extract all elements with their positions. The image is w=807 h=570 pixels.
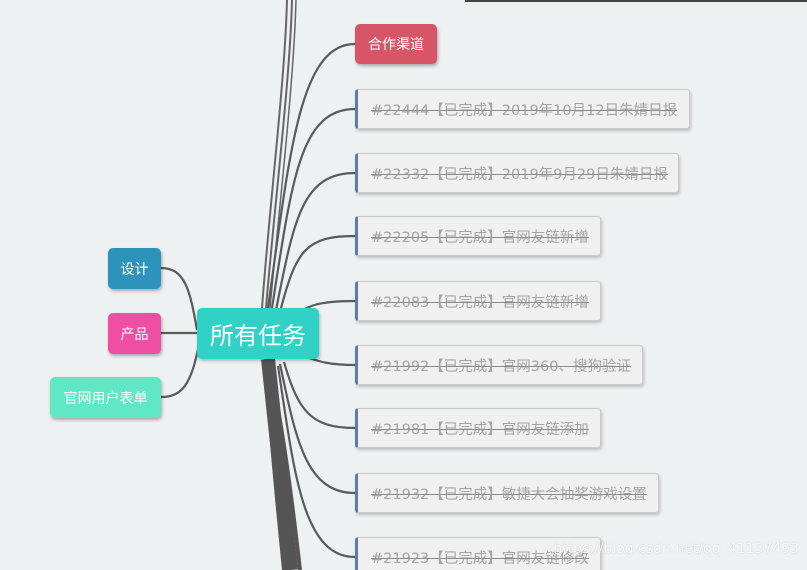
task-node[interactable]: #22205【已完成】官网友链新增 bbox=[355, 216, 601, 256]
task-node-label: #21992【已完成】官网360、搜狗验证 bbox=[371, 358, 631, 375]
branch-task-6 bbox=[278, 363, 356, 495]
branch-channel bbox=[266, 42, 356, 309]
task-node[interactable]: #22444【已完成】2019年10月12日朱婧日报 bbox=[355, 89, 690, 129]
branch-node-product[interactable]: 产品 bbox=[108, 313, 161, 354]
branch-task-0 bbox=[270, 107, 356, 309]
top-divider-line bbox=[465, 0, 807, 2]
trunk-up-1 bbox=[261, 0, 288, 309]
task-node-label: #21923【已完成】官网友链修改 bbox=[371, 550, 589, 567]
task-node[interactable]: #21932【已完成】敏捷大会抽奖游戏设置 bbox=[355, 473, 659, 513]
trunk-up-2 bbox=[265, 0, 293, 309]
task-node-label: #22444【已完成】2019年10月12日朱婧日报 bbox=[371, 102, 678, 119]
branch-node-website-user-form[interactable]: 官网用户表单 bbox=[50, 377, 161, 418]
branch-task-5 bbox=[282, 361, 356, 430]
task-node[interactable]: #21992【已完成】官网360、搜狗验证 bbox=[355, 345, 643, 385]
root-node-all-tasks[interactable]: 所有任务 bbox=[197, 308, 319, 359]
trunk-fan-1 bbox=[266, 358, 302, 570]
root-node-label: 所有任务 bbox=[210, 322, 306, 350]
branch-form bbox=[160, 339, 202, 399]
task-node[interactable]: #22332【已完成】2019年9月29日朱婧日报 bbox=[355, 153, 679, 193]
branch-node-label: 官网用户表单 bbox=[63, 390, 148, 407]
task-node-label: #22083【已完成】官网友链新增 bbox=[371, 294, 589, 311]
task-node-label: #22205【已完成】官网友链新增 bbox=[371, 229, 589, 246]
watermark-url: https://blog.csdn.net/qq_41137493 bbox=[553, 541, 799, 557]
branch-design bbox=[160, 266, 199, 331]
branch-task-7 bbox=[276, 365, 356, 559]
trunk-main bbox=[261, 358, 298, 570]
branch-task-2 bbox=[278, 234, 356, 313]
branch-task-1 bbox=[274, 171, 356, 311]
branch-node-label: 设计 bbox=[120, 261, 149, 278]
branch-node-label: 合作渠道 bbox=[368, 37, 424, 53]
branch-node-design[interactable]: 设计 bbox=[108, 248, 161, 289]
task-node[interactable]: #21981【已完成】官网友链添加 bbox=[355, 408, 601, 448]
task-node-label: #21981【已完成】官网友链添加 bbox=[371, 421, 589, 438]
task-node[interactable]: #22083【已完成】官网友链新增 bbox=[355, 281, 601, 321]
task-node[interactable]: #21923【已完成】官网友链修改 bbox=[355, 537, 601, 570]
task-node-label: #21932【已完成】敏捷大会抽奖游戏设置 bbox=[371, 486, 647, 503]
branch-node-label: 产品 bbox=[120, 326, 149, 343]
trunk-fan-2 bbox=[264, 358, 286, 570]
task-node-label: #22332【已完成】2019年9月29日朱婧日报 bbox=[371, 166, 668, 183]
branch-node-partner-channel[interactable]: 合作渠道 bbox=[355, 24, 437, 64]
